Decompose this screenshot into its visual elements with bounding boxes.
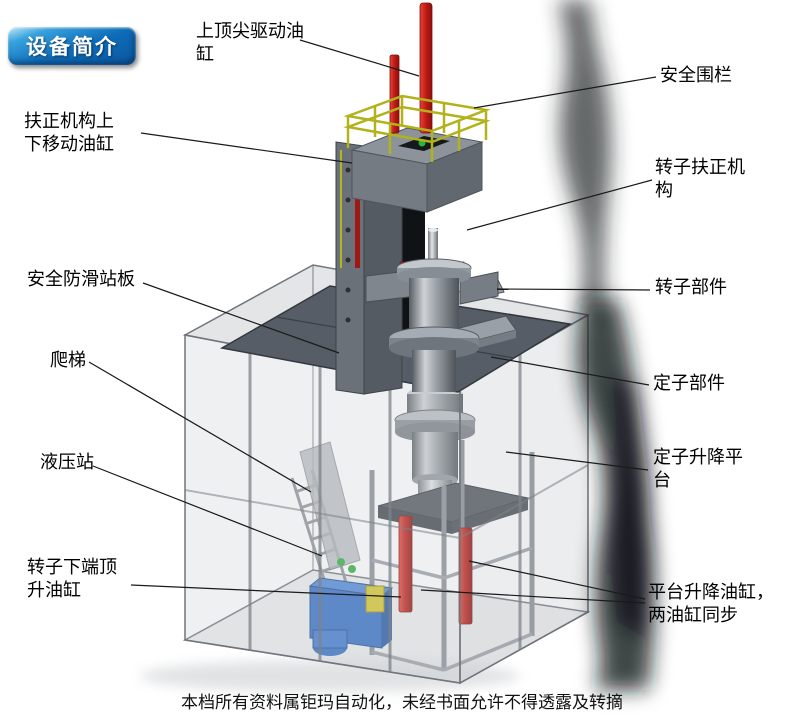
label-safety-fence: 安全围栏 bbox=[660, 65, 732, 85]
leader-lines bbox=[88, 39, 657, 604]
label-top-drive-cylinder: 上顶尖驱动油缸 bbox=[196, 21, 304, 65]
smoke-shadow-front bbox=[577, 300, 655, 690]
safety-railing bbox=[343, 94, 491, 162]
footer-confidentiality-note: 本档所有资料属钜玛自动化，未经书面允许不得透露及转摘 bbox=[181, 693, 623, 712]
label-rotor-bottom-jack-cylinder: 转子下端顶升油缸 bbox=[27, 557, 117, 601]
label-ladder: 爬梯 bbox=[50, 350, 86, 370]
label-rotor-component: 转子部件 bbox=[655, 277, 727, 297]
platform-lift-cylinder-rods bbox=[398, 515, 473, 625]
top-drive-cylinder-rods bbox=[389, 2, 433, 134]
label-stator-component: 定子部件 bbox=[653, 373, 725, 393]
label-platform-lift-cylinders: 平台升降油缸，两油缸同步 bbox=[648, 582, 774, 626]
label-stator-lift-platform: 定子升降平台 bbox=[653, 447, 743, 491]
title-badge: 设备简介 bbox=[8, 27, 136, 65]
rotor-assembly bbox=[365, 228, 499, 392]
label-anti-slip-plate: 安全防滑站板 bbox=[27, 269, 135, 289]
stator-assembly bbox=[394, 387, 476, 508]
smoke-shadow-back bbox=[558, 0, 612, 315]
label-rotor-centering-mechanism: 转子扶正机构 bbox=[655, 157, 745, 201]
label-hydraulic-station: 液压站 bbox=[40, 452, 94, 472]
right-bracket bbox=[459, 271, 499, 305]
column-top-box bbox=[350, 127, 484, 213]
column-bolts bbox=[345, 167, 351, 323]
label-centering-move-cylinder: 扶正机构上下移动油缸 bbox=[24, 111, 114, 155]
machine-interior bbox=[290, 387, 535, 672]
centering-cylinder-rod bbox=[355, 168, 360, 268]
stator-lift-platform-frame bbox=[377, 482, 530, 534]
